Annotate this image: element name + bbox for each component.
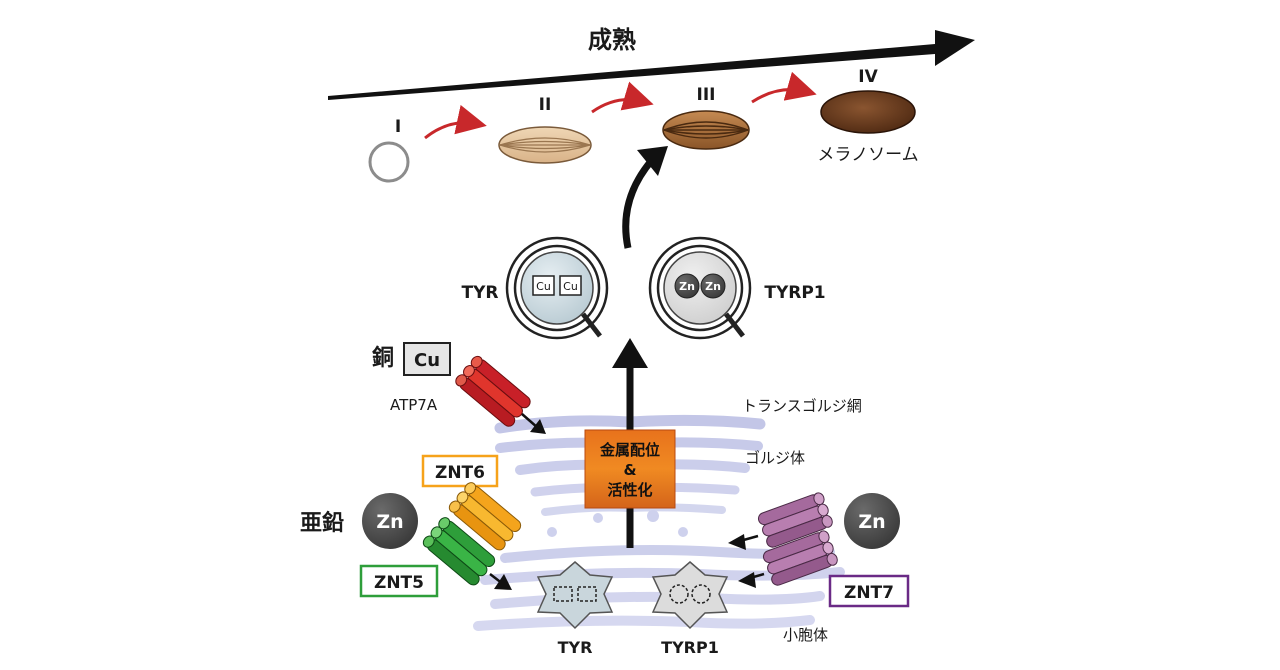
tyrp1-label-top: TYRP1: [764, 283, 825, 303]
atp7a-label: ATP7A: [390, 396, 438, 414]
curved-arrow-shaft: [622, 157, 655, 249]
tyrp1-zn-2: Zn: [705, 280, 721, 293]
zn-ball-left: [362, 493, 418, 549]
tyr-label-top: TYR: [462, 283, 499, 303]
maturation-arrow: [328, 30, 975, 100]
znt5-label: ZNT5: [374, 573, 424, 593]
copper-symbol: Cu: [414, 350, 440, 371]
tyr-label-bottom: TYR: [558, 638, 593, 657]
copper-label: 銅: [372, 345, 394, 371]
zinc-label: 亜鉛: [300, 510, 344, 536]
zn-ball-right: [844, 493, 900, 549]
golgi-label: ゴルジ体: [745, 449, 805, 467]
process-line-2: &: [623, 461, 636, 479]
zn-symbol-right: Zn: [858, 511, 885, 533]
znt7-label: ZNT7: [844, 583, 894, 603]
tyrp1-zn-1: Zn: [679, 280, 695, 293]
copper-box: [403, 342, 451, 376]
znt5-transporter: [422, 517, 496, 586]
atp7a-transporter: [455, 355, 531, 427]
red-arrow-2: [591, 81, 654, 114]
stage-ii-numeral: II: [539, 95, 552, 115]
tyr-cu-1: Cu: [536, 280, 551, 293]
stage-ii: II: [498, 95, 592, 164]
stage-iii: III: [662, 85, 750, 150]
process-line-3: 活性化: [607, 481, 652, 499]
znt6-transporter: [448, 482, 522, 551]
stage-i-numeral: I: [395, 117, 401, 137]
metal-coordination-box: 金属配位 & 活性化: [584, 429, 676, 509]
znt5-box: [359, 564, 439, 598]
red-arrow-3: [751, 71, 817, 104]
curved-arrow-head: [637, 146, 668, 176]
stage-iv-numeral: IV: [858, 67, 878, 87]
tyr-enzyme-top: Cu Cu: [505, 236, 609, 340]
stage-iv: IV メラノソーム: [817, 67, 918, 165]
tyrp1-enzyme-top: Zn Zn: [648, 236, 752, 340]
zn-symbol-left: Zn: [376, 511, 403, 533]
red-arrow-1: [424, 104, 487, 140]
tgn-label: トランスゴルジ網: [742, 397, 862, 415]
tyrp1-apo-star: [651, 561, 729, 630]
znt6-box: [421, 454, 499, 488]
tyr-apo-star: [536, 561, 614, 630]
tyr-cu-2: Cu: [563, 280, 578, 293]
central-arrow-head: [612, 338, 648, 368]
maturation-label: 成熟: [588, 26, 636, 54]
melanosome-label: メラノソーム: [817, 145, 918, 165]
tyrp1-label-bottom: TYRP1: [661, 638, 719, 657]
znt7-box: [828, 574, 910, 608]
znt6-label: ZNT6: [435, 463, 485, 483]
er-label: 小胞体: [783, 626, 828, 644]
znt7-transporter-lower: [762, 530, 838, 586]
process-line-1: 金属配位: [599, 441, 660, 459]
znt7-transporter-upper: [757, 492, 833, 548]
stage-i: I: [368, 117, 410, 183]
stage-iii-numeral: III: [697, 85, 716, 105]
